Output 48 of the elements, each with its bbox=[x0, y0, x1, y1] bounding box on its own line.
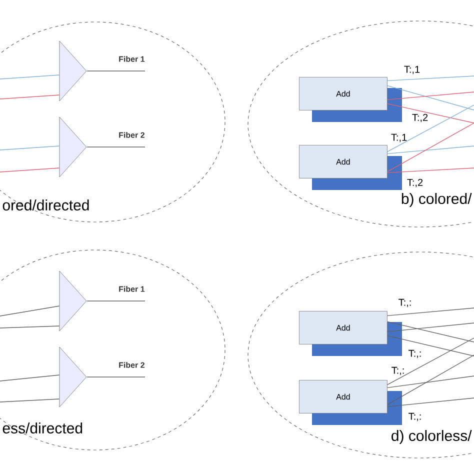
fiber-label: Fiber 1 bbox=[119, 56, 145, 62]
signal-line bbox=[0, 94, 60, 100]
signal-line bbox=[387, 308, 474, 316]
signal-line bbox=[387, 92, 474, 100]
signal-line bbox=[387, 338, 474, 386]
add-box: Add bbox=[299, 77, 402, 122]
add-box: Add bbox=[299, 311, 402, 356]
signal-line bbox=[387, 354, 474, 406]
fiber-label: Fiber 2 bbox=[119, 362, 144, 368]
signal-line bbox=[86, 300, 146, 302]
signal-line bbox=[0, 398, 60, 402]
signal-line bbox=[387, 322, 474, 332]
port-label: T:,1 bbox=[404, 66, 420, 74]
signal-line bbox=[387, 335, 474, 356]
add-box: Add bbox=[299, 380, 402, 425]
fiber-label: Fiber 1 bbox=[119, 286, 145, 292]
signal-line bbox=[86, 70, 146, 72]
signal-line bbox=[0, 146, 60, 150]
fiber-label: Fiber 2 bbox=[119, 132, 144, 138]
signal-line bbox=[387, 398, 474, 408]
signal-line bbox=[387, 146, 474, 154]
signal-line bbox=[387, 168, 474, 174]
signal-line bbox=[86, 146, 146, 148]
amplifier-triangle bbox=[59, 40, 87, 102]
signal-line bbox=[0, 374, 60, 382]
port-label: T:,2 bbox=[407, 178, 423, 188]
port-label: T:,: bbox=[408, 412, 421, 422]
signal-line bbox=[0, 326, 60, 328]
signal-line bbox=[387, 76, 474, 82]
signal-line bbox=[0, 168, 60, 172]
signal-line bbox=[387, 122, 474, 172]
signal-line bbox=[387, 103, 474, 124]
port-label: T:,: bbox=[392, 366, 404, 376]
amplifier-triangle bbox=[59, 270, 87, 332]
signal-line bbox=[387, 376, 474, 388]
signal-line bbox=[387, 85, 474, 110]
signal-line bbox=[86, 376, 146, 378]
signal-line bbox=[0, 74, 60, 80]
port-label: T:,: bbox=[408, 350, 421, 358]
port-label: T:,: bbox=[398, 298, 411, 308]
amplifier-triangle bbox=[59, 116, 87, 178]
add-box: Add bbox=[299, 145, 402, 190]
port-label: T:,2 bbox=[412, 114, 428, 122]
amplifier-triangle bbox=[59, 346, 87, 408]
signal-line bbox=[0, 306, 60, 316]
signal-line bbox=[387, 104, 474, 152]
port-label: T:,1 bbox=[391, 134, 407, 142]
signal-line bbox=[387, 321, 474, 342]
